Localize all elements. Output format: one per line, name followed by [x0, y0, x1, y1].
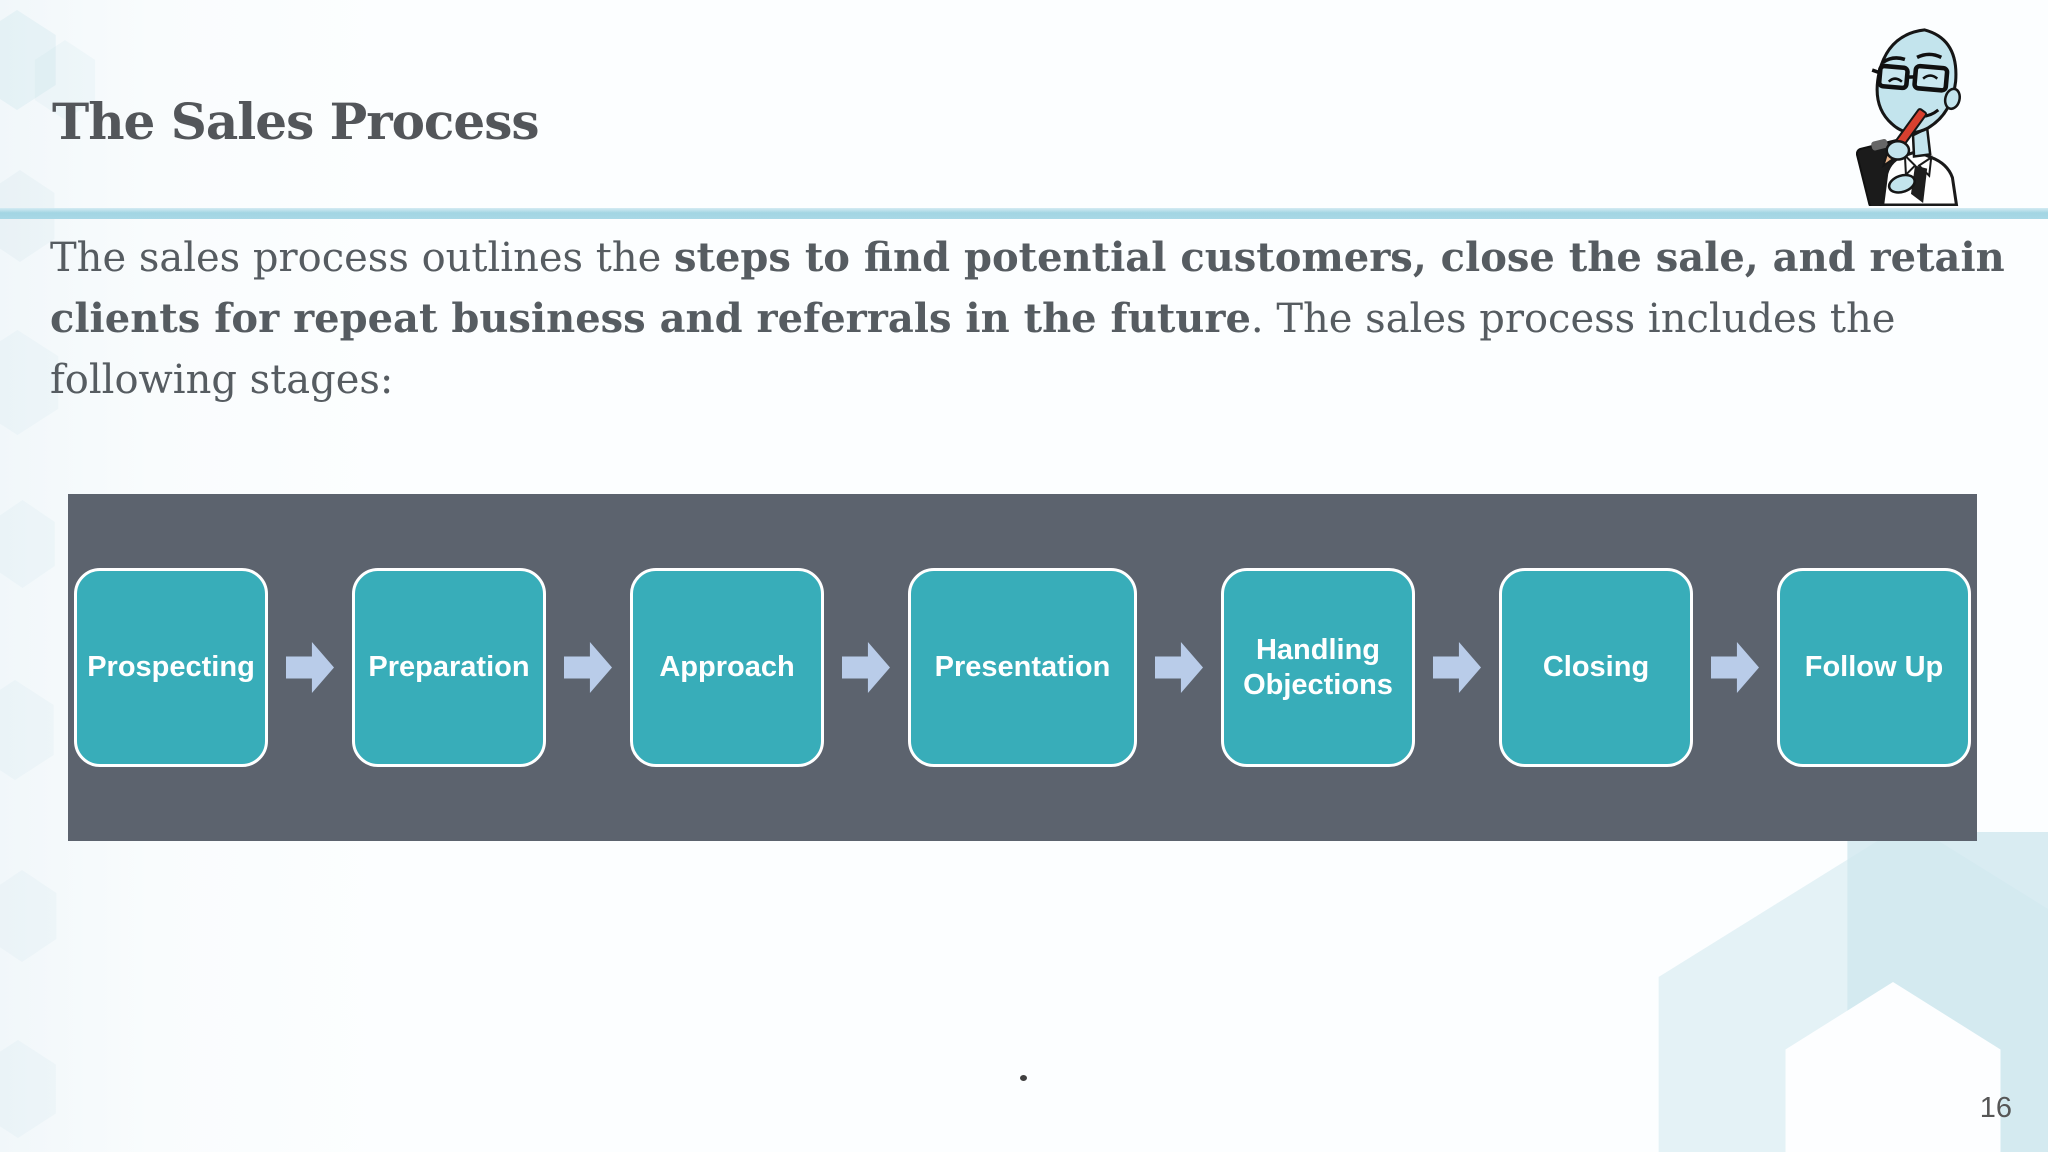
stage-label: Approach	[659, 651, 795, 684]
sales-process-flow: Prospecting Preparation Approach Presentati…	[68, 494, 1977, 841]
stage-box-preparation: Preparation	[352, 568, 546, 767]
hexagon-pattern-shape	[0, 680, 54, 780]
process-diagram-band: Prospecting Preparation Approach Presentati…	[68, 494, 1977, 841]
paragraph-text-bold: steps to find potential customers, close…	[50, 234, 2005, 342]
stray-period-mark	[1020, 1075, 1027, 1081]
flow-arrow-icon	[1155, 641, 1203, 694]
slide-title: The Sales Process	[52, 92, 539, 151]
page-number: 16	[1979, 1092, 2012, 1124]
stage-label: Handling Objections	[1243, 633, 1393, 701]
stage-box-presentation: Presentation	[908, 568, 1137, 767]
stage-box-handling-objections: Handling Objections	[1221, 568, 1415, 767]
background-decoration-bottom-right	[1548, 832, 2048, 1152]
hexagon-pattern-shape	[0, 500, 55, 588]
flow-arrow-icon	[1711, 641, 1759, 694]
stage-label: Presentation	[934, 651, 1111, 684]
hexagon-pattern-shape	[0, 870, 57, 962]
hexagon-pattern-shape	[0, 1040, 56, 1138]
flow-arrow-icon	[842, 641, 890, 694]
flow-arrow-icon	[286, 641, 334, 694]
stage-label: Closing	[1542, 651, 1650, 684]
stage-box-follow-up: Follow Up	[1777, 568, 1971, 767]
stage-label: Follow Up	[1804, 651, 1944, 684]
stage-box-prospecting: Prospecting	[74, 568, 268, 767]
mascot-man-clipboard-icon	[1856, 28, 1961, 206]
divider-line	[0, 208, 2048, 219]
stage-box-approach: Approach	[630, 568, 824, 767]
paragraph-text-start: The sales process outlines the	[50, 235, 674, 281]
stage-label: Preparation	[368, 651, 530, 684]
intro-paragraph: The sales process outlines the steps to …	[50, 228, 2018, 410]
stage-box-closing: Closing	[1499, 568, 1693, 767]
stage-label: Prospecting	[87, 651, 255, 684]
hexagon-decor-shape	[1847, 832, 2048, 1152]
paragraph-text-end: . The sales process includes the followi…	[50, 295, 1896, 403]
flow-arrow-icon	[564, 641, 612, 694]
hexagon-decor-hole	[1785, 982, 2001, 1152]
flow-arrow-icon	[1433, 641, 1481, 694]
